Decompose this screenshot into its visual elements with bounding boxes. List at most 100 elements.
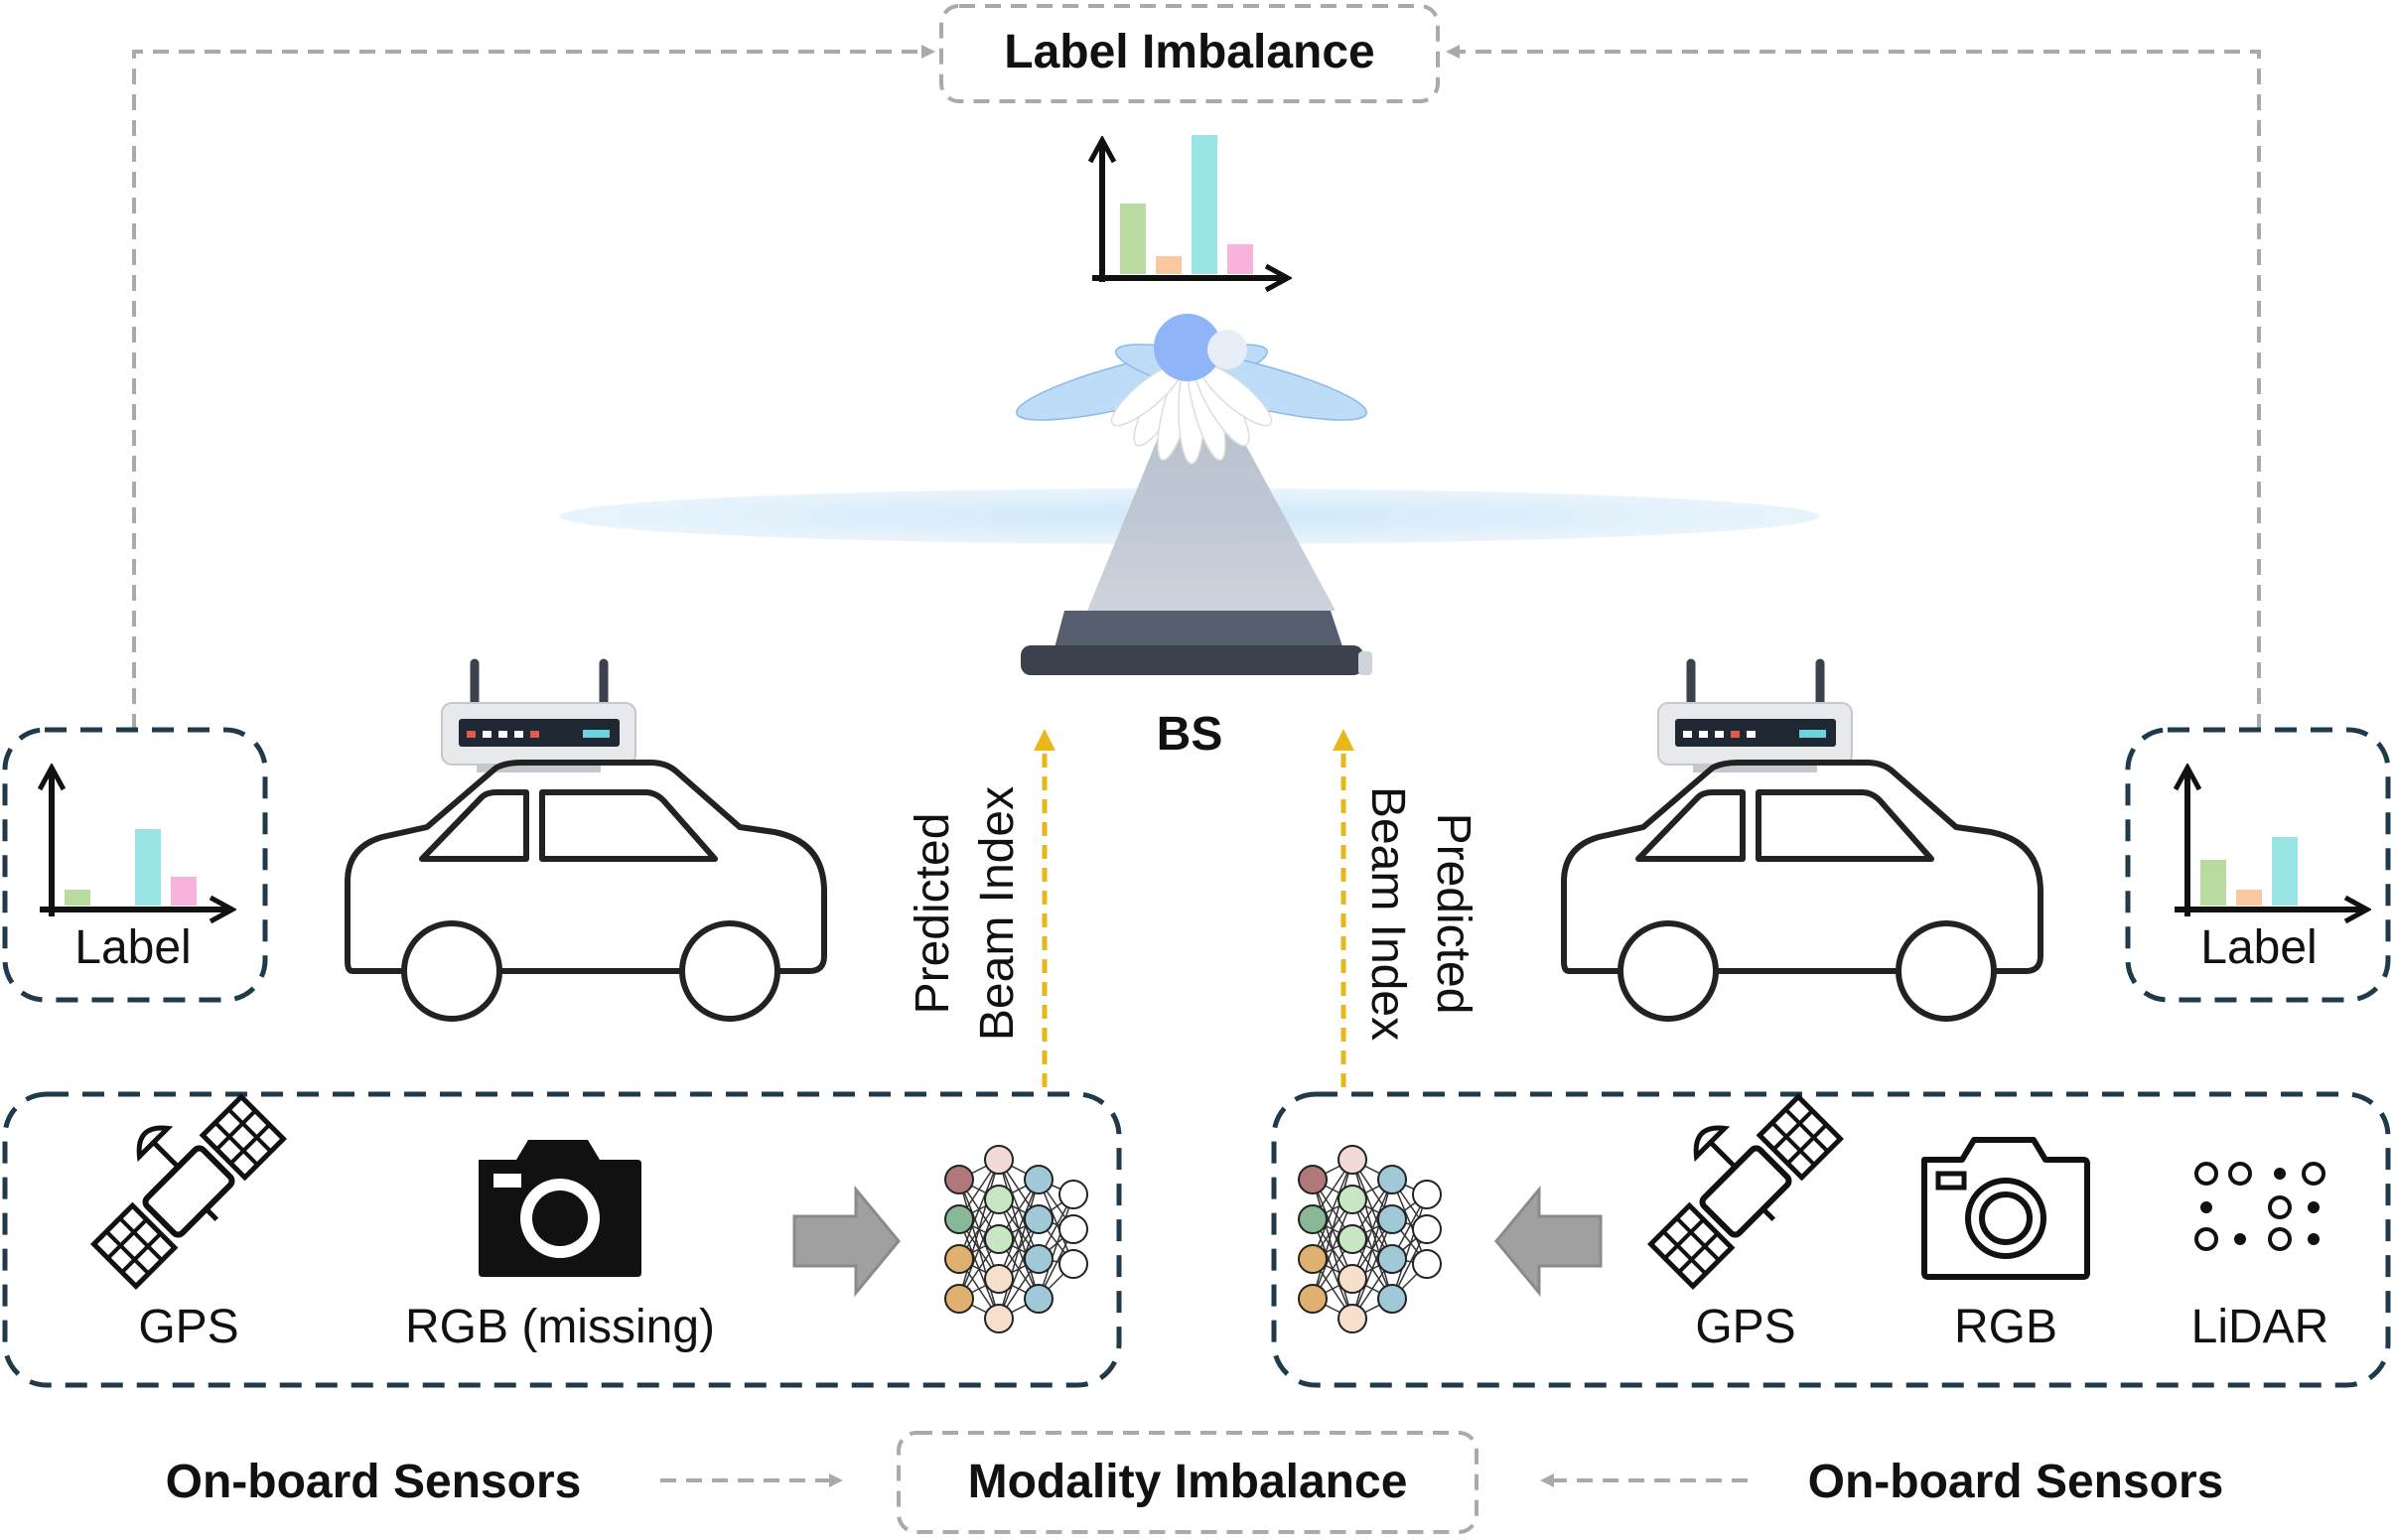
right-gps-label: GPS bbox=[1695, 1301, 1795, 1353]
nn-node bbox=[1377, 1244, 1407, 1274]
left-feedback-arrow bbox=[132, 45, 935, 730]
antenna-dome bbox=[1154, 314, 1221, 381]
left-label-box: Label bbox=[2, 727, 268, 1003]
right-flow-arrow bbox=[1494, 1185, 1603, 1298]
nn-node bbox=[1024, 1284, 1054, 1314]
nn-edge bbox=[958, 1159, 1000, 1260]
left-onboard-sensors: On-board Sensors bbox=[166, 1456, 582, 1508]
camera-icon bbox=[1921, 1137, 2090, 1280]
bar bbox=[1227, 244, 1253, 274]
camera-icon bbox=[479, 1140, 641, 1277]
nn-node bbox=[984, 1264, 1014, 1294]
nn-node bbox=[1298, 1165, 1328, 1194]
right-beam-index-text: Beam Index bbox=[1361, 786, 1414, 1041]
left-flow-arrow bbox=[792, 1185, 901, 1298]
neural-network-icon bbox=[944, 1145, 1088, 1333]
bar bbox=[2236, 890, 2262, 906]
nn-edge bbox=[998, 1179, 1040, 1320]
label-imbalance-group: Label Imbalance bbox=[132, 4, 2261, 730]
nn-node bbox=[1058, 1180, 1088, 1209]
bs-plate bbox=[1021, 645, 1363, 675]
nn-node bbox=[984, 1304, 1014, 1333]
nn-edge bbox=[1351, 1179, 1393, 1320]
label-imbalance-text: Label Imbalance bbox=[1004, 26, 1374, 78]
bar bbox=[135, 829, 161, 906]
nn-edge bbox=[1391, 1193, 1428, 1300]
nn-node bbox=[1298, 1244, 1328, 1274]
nn-node bbox=[1377, 1284, 1407, 1314]
nn-edge bbox=[1312, 1159, 1353, 1260]
nn-node bbox=[944, 1284, 974, 1314]
router-icon bbox=[441, 658, 636, 772]
nn-node bbox=[1058, 1214, 1088, 1244]
nn-edge bbox=[958, 1159, 1000, 1300]
nn-node bbox=[984, 1185, 1014, 1214]
left-predicted-text: Predicted bbox=[907, 813, 959, 1015]
nn-node bbox=[1412, 1249, 1442, 1279]
nn-edge bbox=[1391, 1179, 1428, 1265]
modality-imbalance-box bbox=[897, 1431, 1478, 1534]
nn-node bbox=[1024, 1165, 1054, 1194]
modality-imbalance-text: Modality Imbalance bbox=[968, 1456, 1408, 1508]
nn-node bbox=[1298, 1204, 1328, 1234]
nn-edge bbox=[998, 1179, 1040, 1280]
satellite-icon bbox=[90, 1093, 287, 1290]
nn-edge bbox=[1038, 1193, 1074, 1300]
bs-plate-shade bbox=[1358, 651, 1372, 675]
lidar-icon bbox=[2194, 1162, 2325, 1251]
right-sensor-panel: GPS RGB LiDAR bbox=[1271, 1091, 2391, 1388]
nn-node bbox=[944, 1165, 974, 1194]
left-rgb-missing-label: RGB (missing) bbox=[405, 1301, 715, 1353]
right-label-box: Label bbox=[2125, 727, 2391, 1003]
nn-node bbox=[1337, 1264, 1367, 1294]
nn-node bbox=[1337, 1224, 1367, 1254]
bottom-row: On-board Sensors Modality Imbalance On-b… bbox=[166, 1431, 2224, 1534]
right-beam-arrow-group: Beam Index Predicted bbox=[1333, 729, 1479, 1087]
car-icon bbox=[1561, 658, 2043, 1022]
nn-node bbox=[1058, 1249, 1088, 1279]
nn-node bbox=[1024, 1204, 1054, 1234]
nn-node bbox=[1337, 1145, 1367, 1175]
nn-edge bbox=[1312, 1159, 1353, 1300]
right-label-text: Label bbox=[2200, 921, 2317, 974]
base-station-icon: BS bbox=[559, 314, 1820, 761]
nn-node bbox=[1298, 1284, 1328, 1314]
right-lidar-label: LiDAR bbox=[2191, 1301, 2329, 1353]
bar bbox=[1120, 204, 1146, 274]
left-beam-index-text: Beam Index bbox=[971, 786, 1024, 1041]
bar bbox=[1192, 135, 1217, 274]
right-feedback-arrow bbox=[1446, 45, 2261, 730]
nn-edge bbox=[1038, 1179, 1074, 1265]
bs-base bbox=[1053, 611, 1345, 655]
nn-node bbox=[1337, 1185, 1367, 1214]
nn-edge bbox=[998, 1218, 1040, 1320]
router-icon bbox=[1657, 658, 1853, 772]
right-predicted-text: Predicted bbox=[1427, 813, 1479, 1015]
nn-node bbox=[1412, 1180, 1442, 1209]
bar bbox=[1156, 256, 1182, 274]
left-label-text: Label bbox=[74, 921, 191, 974]
nn-node bbox=[944, 1244, 974, 1274]
right-onboard-sensors: On-board Sensors bbox=[1808, 1456, 2224, 1508]
left-sensor-panel: GPS RGB (missing) bbox=[2, 1091, 1122, 1388]
bar bbox=[171, 877, 197, 906]
antenna-dome-shade bbox=[1207, 330, 1247, 369]
nn-edge bbox=[1351, 1218, 1393, 1320]
car-icon bbox=[345, 658, 827, 1022]
nn-edge bbox=[1351, 1179, 1393, 1280]
satellite-icon bbox=[1647, 1093, 1844, 1290]
left-gps-label: GPS bbox=[138, 1301, 238, 1353]
nn-node bbox=[984, 1224, 1014, 1254]
nn-node bbox=[1024, 1244, 1054, 1274]
nn-node bbox=[1412, 1214, 1442, 1244]
nn-node bbox=[984, 1145, 1014, 1175]
bar-chart-icon bbox=[1092, 135, 1286, 282]
nn-node bbox=[1377, 1165, 1407, 1194]
nn-node bbox=[1337, 1304, 1367, 1333]
nn-edge bbox=[1312, 1198, 1353, 1300]
bar bbox=[65, 890, 90, 906]
bar bbox=[2272, 837, 2298, 906]
nn-node bbox=[944, 1204, 974, 1234]
cone bbox=[1087, 372, 1336, 611]
